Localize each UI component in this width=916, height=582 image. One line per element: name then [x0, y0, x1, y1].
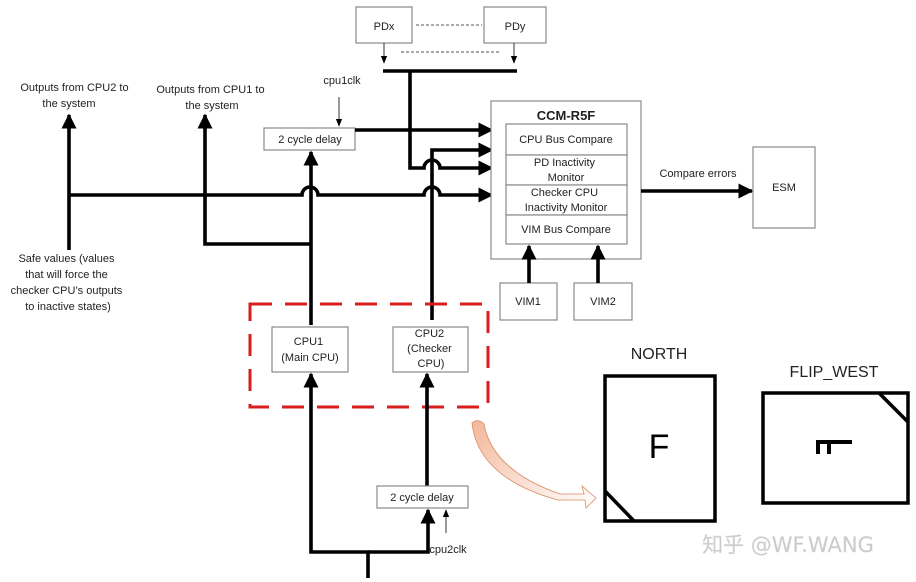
checker-output-bus	[69, 185, 494, 203]
esm-block: ESM	[752, 146, 816, 229]
ccm-row-checker-inactivity: Checker CPU Inactivity Monitor	[525, 187, 608, 214]
ccm-row-cpu-bus-compare: CPU Bus Compare	[519, 134, 613, 146]
vim1-label: VIM1	[515, 296, 541, 308]
cpu1-output-label: Outputs from CPU1 to the system	[156, 84, 267, 112]
flip-west-glyph	[816, 440, 852, 454]
ccm-r5f-block: CCM-R5F CPU Bus Compare PD Inactivity Mo…	[490, 100, 642, 260]
cpu1clk-label: cpu1clk	[323, 75, 361, 87]
cpu2-block: CPU2 (Checker CPU)	[392, 326, 469, 373]
cpu2-label: CPU2 (Checker CPU)	[407, 328, 455, 370]
north-glyph: F	[649, 428, 670, 466]
ccm-title: CCM-R5F	[537, 108, 596, 123]
pdy-block: PDy	[483, 6, 547, 44]
cpu2clk-label: cpu2clk	[429, 544, 467, 556]
vim2-block: VIM2	[573, 282, 633, 321]
pdy-label: PDy	[505, 21, 526, 33]
north-corner-mark	[603, 489, 636, 523]
safe-values-label: Safe values (values that will force the …	[11, 253, 126, 313]
cpu2-output-label: Outputs from CPU2 to the system	[20, 82, 131, 110]
vim1-block: VIM1	[499, 282, 558, 321]
ccm-row-pd-inactivity: PD Inactivity Monitor	[534, 157, 598, 184]
cpu1-input-wire	[303, 372, 370, 578]
pd-to-monitor-wire	[408, 71, 494, 176]
vim2-label: VIM2	[590, 296, 616, 308]
flip-west-corner-mark	[877, 391, 910, 424]
north-tile: F	[603, 374, 717, 523]
esm-label: ESM	[772, 182, 796, 194]
flip-west-tile	[761, 391, 910, 505]
delay2-label: 2 cycle delay	[390, 492, 454, 504]
delay1-label: 2 cycle delay	[278, 134, 342, 146]
cpu1-output-arrow	[197, 113, 311, 246]
delay2-block: 2 cycle delay	[376, 485, 469, 509]
pdx-block: PDx	[355, 6, 413, 44]
curved-arrow-icon	[471, 420, 597, 509]
delay1-block: 2 cycle delay	[263, 127, 356, 151]
pdx-label: PDx	[374, 21, 395, 33]
north-label: NORTH	[631, 346, 688, 363]
cpu2-to-compare-wire	[430, 142, 494, 320]
cpu2-input-wire	[368, 508, 436, 554]
compare-errors-label: Compare errors	[659, 168, 737, 180]
lockstep-highlight-box	[248, 302, 490, 409]
cpu1-block: CPU1 (Main CPU)	[271, 326, 349, 373]
flip-west-label: FLIP_WEST	[790, 364, 879, 381]
cpu1-label: CPU1 (Main CPU)	[281, 336, 338, 364]
ccm-row-vim-bus-compare: VIM Bus Compare	[521, 224, 611, 236]
watermark: 知乎 @WF.WANG	[702, 533, 874, 557]
